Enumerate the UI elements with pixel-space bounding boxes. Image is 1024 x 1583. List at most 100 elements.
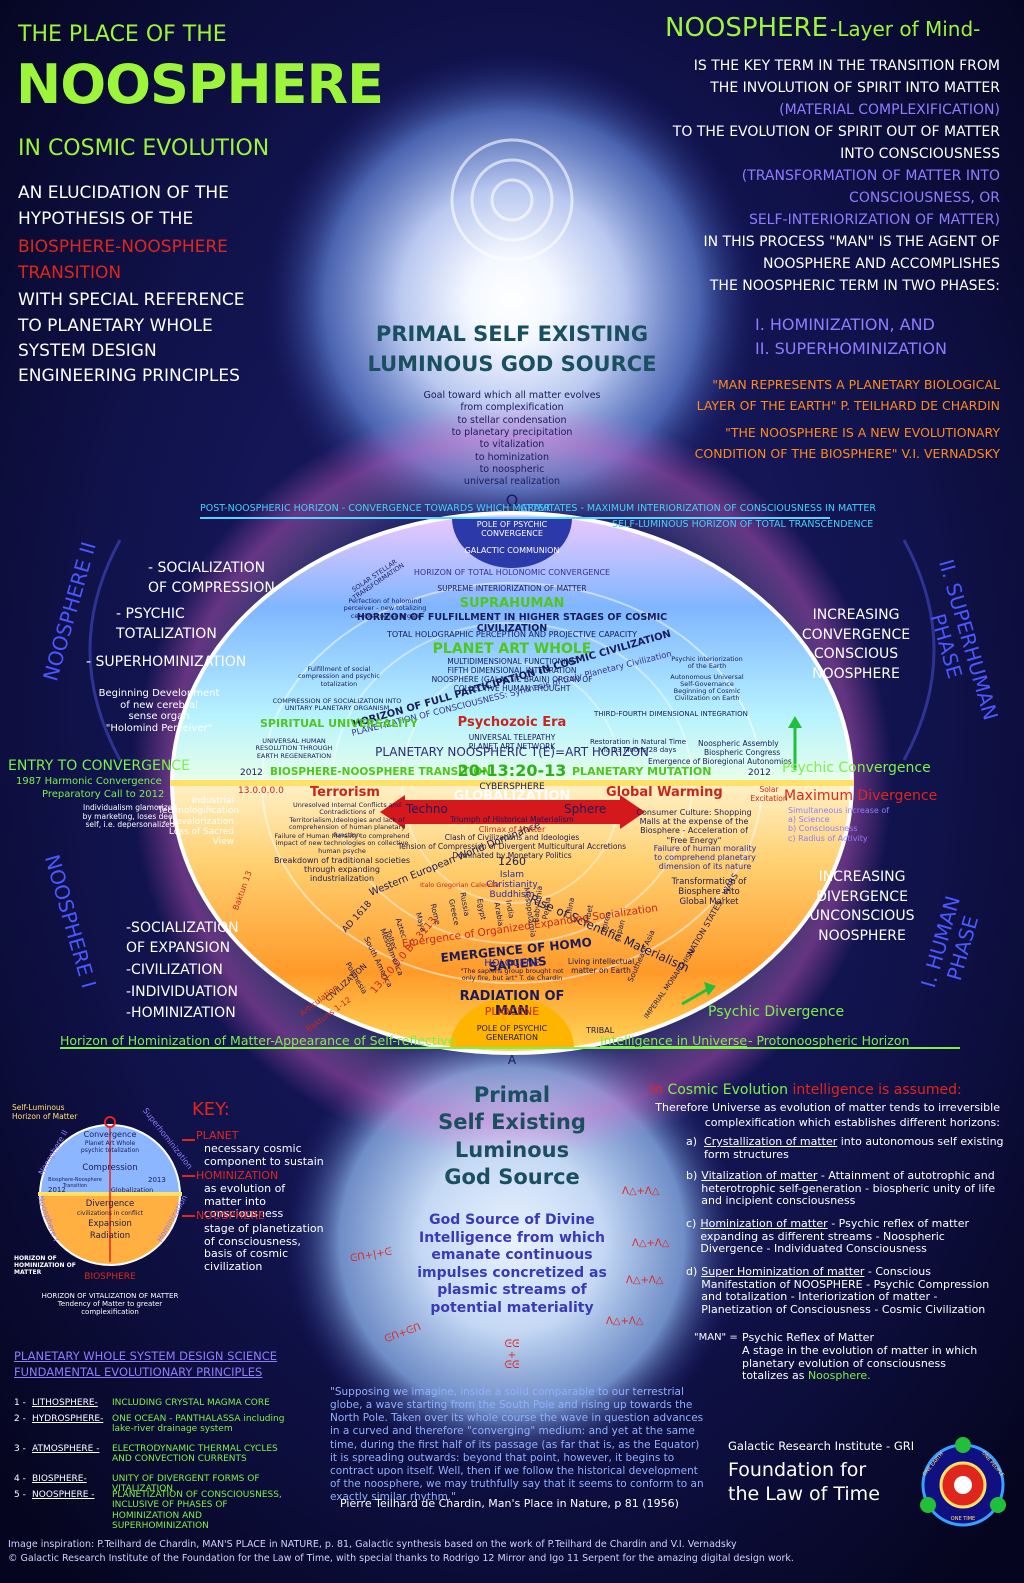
lower-desc-line: God Source of Divine [429,1212,595,1228]
lower-title-line: God Source [444,1164,580,1189]
def-l11: THE NOOSPHERIC TERM IN TWO PHASES: [709,278,1000,294]
key-biosphere: BIOSPHERE [84,1272,136,1282]
key-planet: PLANET [196,1129,239,1142]
organ-line: "Holomind Perceiver" [105,722,213,734]
cosmic-evolution-heading: In Cosmic Evolution intelligence is assu… [650,1082,962,1098]
man-def-2: A stage in the evolution of matter in wh… [742,1344,982,1383]
principle-name: BIOSPHERE- [32,1474,87,1484]
horizon-item-key: b) [686,1169,698,1182]
terrorism: Terrorism [310,785,380,800]
principle-desc: ONE OCEAN - PANTHALASSA including lake-r… [112,1414,285,1435]
lower-desc-line: emanate continuous [431,1247,593,1263]
breakdown-societies: Breakdown of traditional societies throu… [273,856,411,884]
upper-item: - SUPERHOMINIZATION [86,654,247,670]
triumph-materialism: Triumph of Historical Materialism [450,815,574,824]
religion-buddhism: Buddhism [489,890,535,900]
noosphere-heading: NOOSPHERE [665,13,829,43]
noosphere-organ: NOOSPHERE (GALACTIC BRAIN) ORGAN OF [431,675,593,684]
individualism: Individualism glamorized by marketing, l… [82,803,178,830]
biosphere-to-market: Transformation of Biosphere into Global … [671,877,747,907]
key-mini-2012: 2012 [48,1186,66,1194]
increasing-convergence: INCREASING CONVERGENCE CONSCIOUS NOOSPHE… [800,606,912,684]
intro-line-d: TRANSITION [18,263,122,283]
techno: Techno [406,802,448,816]
horizon-item-term: Super Hominization of matter [701,1265,865,1278]
human-resolution: UNIVERSAL HUMAN RESOLUTION THROUGH EARTH… [255,737,333,760]
principle-num: 4 - [14,1474,26,1484]
self-luminous-horizon: SELF-LUMINOUS HORIZON OF TOTAL TRANSCEND… [612,519,874,530]
horizon-item-key: a) [686,1135,698,1148]
principle-row: 2 -HYDROSPHERE-ONE OCEAN - PANTHALASSA i… [14,1414,314,1435]
quote-vernadsky-b: CONDITION OF THE BIOSPHERE" V.I. VERNADS… [694,446,1000,461]
suprahuman: SUPRAHUMAN [459,596,565,611]
maximum-divergence: Maximum Divergence [784,788,938,804]
cosmic-evo-intro-2: complexification which establishes diffe… [704,1116,1000,1129]
preparatory-call: Preparatory Call to 2012 [42,789,165,800]
spiritual-universality: SPIRITUAL UNIVERSALITY [260,717,418,730]
horizon-item: c)Hominization of matter - Psychic refle… [686,1217,1006,1256]
year-2012-right: 2012 [748,768,771,778]
lower-desc-line: Intelligence from which [419,1229,605,1246]
cosmic-evo-term: Cosmic Evolution [667,1082,789,1098]
key-mini-exp: Expansion [88,1219,132,1229]
principles-title-1: PLANETARY WHOLE SYSTEM DESIGN SCIENCE [14,1349,278,1363]
principle-row: 4 -BIOSPHERE-UNITY OF DIVERGENT FORMS OF… [14,1474,314,1495]
principle-row: 5 -NOOSPHERE -PLANETIZATION OF CONSCIOUS… [14,1490,314,1531]
key-mini-conv: Convergence [83,1130,137,1139]
def-l6: (TRANSFORMATION OF MATTER INTO [741,168,1000,184]
title-noosphere: NOOSPHERE [16,53,384,116]
horizon-item: b)Vitalization of matter - Attainment of… [686,1169,1006,1208]
organ-line: Beginning Development [98,688,220,699]
autonomous-self-governance: Autonomous Universal Self-Governance [670,673,744,689]
restoration-natural-time: Restoration in Natural Time via 13 Moons… [589,738,687,755]
quote-vernadsky-a: "THE NOOSPHERE IS A NEW EVOLUTIONARY [725,425,1000,440]
horizon-fulfillment: HORIZON OF FULFILLMENT IN HIGHER STAGES … [356,612,668,634]
organ-line: sense organ [128,711,190,722]
planet-art-whole: PLANET ART WHOLE [432,641,592,657]
holomind-organ: Beginning Development of new cerebral se… [84,688,234,734]
def-l9: IN THIS PROCESS "MAN" IS THE AGENT OF [703,234,1000,250]
key-self-luminous: Self-Luminous Horizon of Matter [12,1103,78,1121]
principle-name: LITHOSPHERE- [32,1398,98,1408]
upper-source-goal: Goal toward which all matter evolves fro… [382,390,642,489]
failure-morality-planetary: Failure of human morality to comprehend … [653,844,757,872]
principle-num: 5 - [14,1490,26,1500]
cybersphere: CYBERSPHERE [479,782,545,792]
organ-line: of new cerebral [120,699,198,711]
entry-to-convergence: ENTRY TO CONVERGENCE [8,758,190,774]
lower-item: -CIVILIZATION [126,962,223,978]
plasma-glyph: ᐱ△+ᐱ△ [606,1316,644,1327]
pliocene: PLIOCENE [484,1005,540,1018]
intro-line-a: AN ELUCIDATION OF THE [18,183,229,203]
planetary-noospheric-horizon: PLANETARY NOOSPHERIC T(E)=ART HORIZON [375,745,649,759]
globalization: GLOBALIZATION [453,789,571,804]
key-mini-rad: Radiation [89,1231,131,1241]
phase-1: I. HOMINIZATION, AND [755,315,935,334]
intro-line-g: SYSTEM DESIGN [18,341,157,361]
simul-line: Simultaneous increase of [788,806,890,815]
sphere: Sphere [564,802,607,816]
alpha-symbol: A [507,1053,517,1067]
upper-item: - SOCIALIZATION [148,560,266,576]
bundle-13: 13.0.0.0.0 [238,786,284,796]
holomind-perfection: Perfection of holomind perceiver - new t… [343,597,427,620]
principles-title-2: FUNDAMENTAL EVOLUTIONARY PRINCIPLES [14,1365,263,1379]
lower-item: -HOMINIZATION [126,1005,236,1021]
chardin-quote: "Supposing we imagine, inside a solid co… [330,1386,704,1503]
man-key: "MAN" = [694,1332,738,1343]
italo-gregorian-calendar: Italo Gregorian Calendar [420,881,500,889]
man-def-noosphere: Noosphere. [807,1369,871,1383]
def-l2: THE INVOLUTION OF SPIRIT INTO MATTER [710,80,1000,96]
increasing-divergence: INCREASING DIVERGENCE UNCONSCIOUS NOOSPH… [806,868,918,946]
lower-title-line: Primal [473,1083,551,1107]
conv-line: INCREASING [812,607,900,623]
goal-line: to noospheric [479,464,545,476]
psychic-convergence: Psychic Convergence [782,760,931,776]
upper-item: - PSYCHIC [116,606,185,622]
goal-line: to hominization [475,451,549,463]
principle-desc: PLANETIZATION OF CONSCIOUSNESS, INCLUSIV… [112,1490,282,1532]
def-l10: NOOSPHERE AND ACCOMPLISHES [762,256,1000,272]
key-noosphere-desc: stage of planetization of consciousness,… [204,1222,324,1273]
def-l4: TO THE EVOLUTION OF SPIRIT OUT OF MATTER [672,124,1000,140]
